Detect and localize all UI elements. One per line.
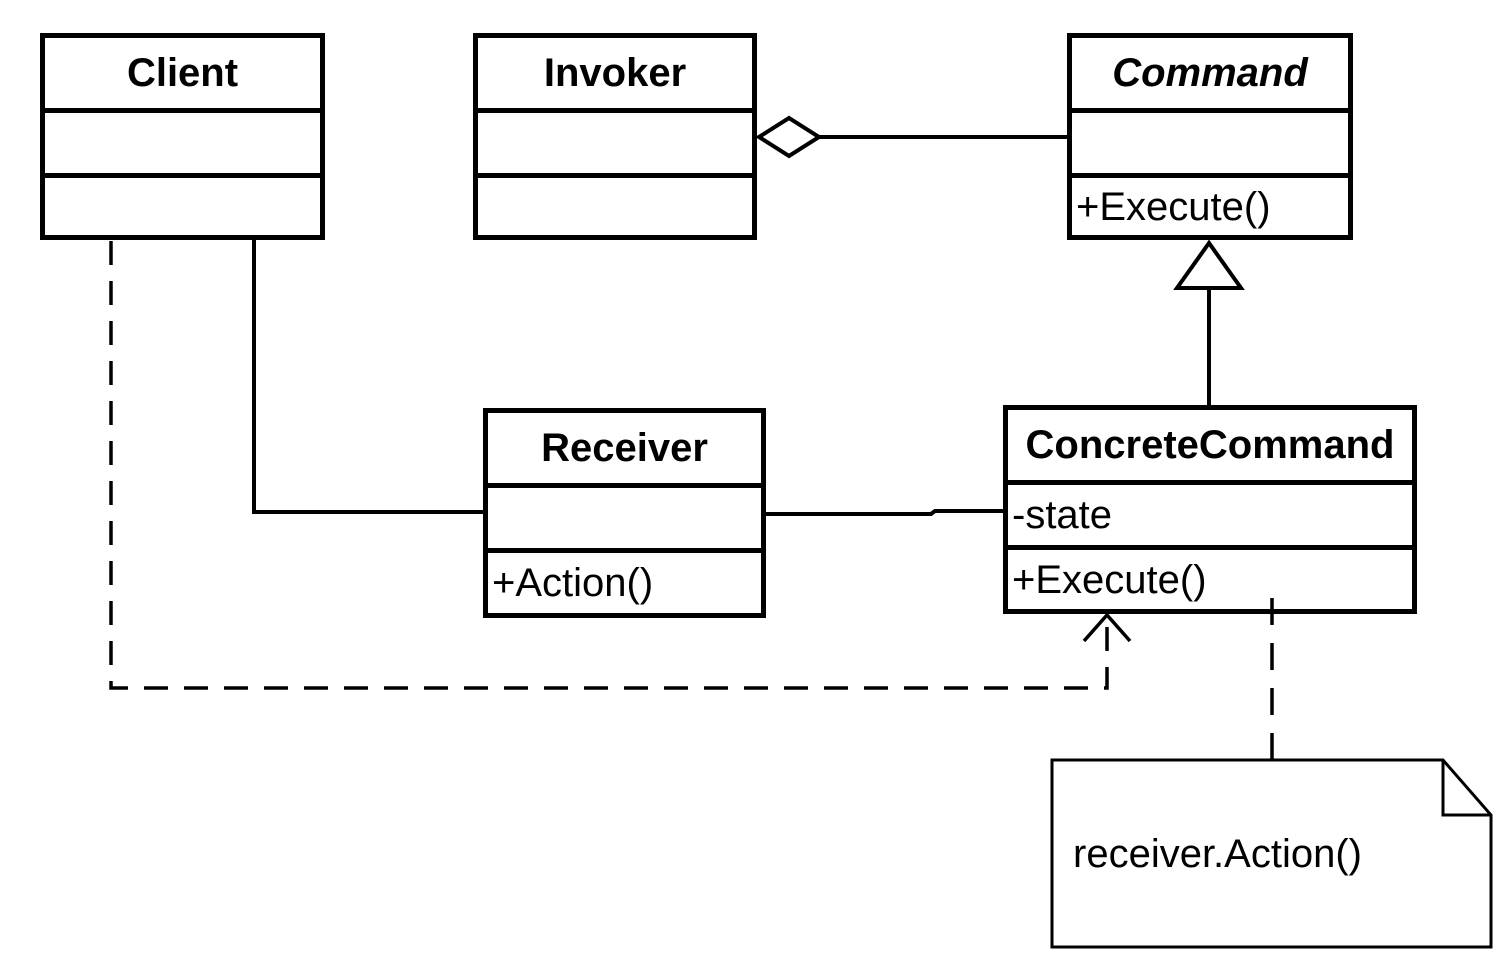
class-box-receiver: Receiver +Action() <box>483 408 766 618</box>
class-box-client: Client <box>40 33 325 240</box>
class-box-command: Command +Execute() <box>1067 33 1353 240</box>
note-fold-corner-icon <box>1441 760 1491 817</box>
class-attributes-client <box>45 113 320 178</box>
class-attributes-invoker <box>478 113 752 178</box>
association-line-client-receiver <box>252 240 483 514</box>
class-methods-command: +Execute() <box>1076 184 1271 229</box>
class-name-client: Client <box>45 38 320 113</box>
class-methods-client <box>45 178 320 235</box>
aggregation-diamond-icon <box>755 115 823 159</box>
class-attributes-concretecommand: -state <box>1008 485 1412 550</box>
class-methods-receiver: +Action() <box>492 561 654 605</box>
class-name-invoker: Invoker <box>478 38 752 113</box>
association-line-receiver-concretecommand <box>766 509 1003 516</box>
class-methods-invoker <box>478 178 752 235</box>
class-attributes-receiver <box>488 488 761 553</box>
class-box-concretecommand: ConcreteCommand -state +Execute() <box>1003 405 1417 614</box>
class-name-command: Command <box>1072 38 1348 113</box>
generalization-triangle-icon <box>1173 239 1245 290</box>
class-name-receiver: Receiver <box>488 413 761 488</box>
class-attributes-command <box>1072 113 1348 178</box>
dependency-open-arrowhead-icon <box>1082 612 1132 643</box>
class-name-concretecommand: ConcreteCommand <box>1008 410 1412 485</box>
class-box-invoker: Invoker <box>473 33 757 240</box>
note-text: receiver.Action() <box>1073 831 1362 876</box>
class-methods-concretecommand: +Execute() <box>1012 557 1207 602</box>
